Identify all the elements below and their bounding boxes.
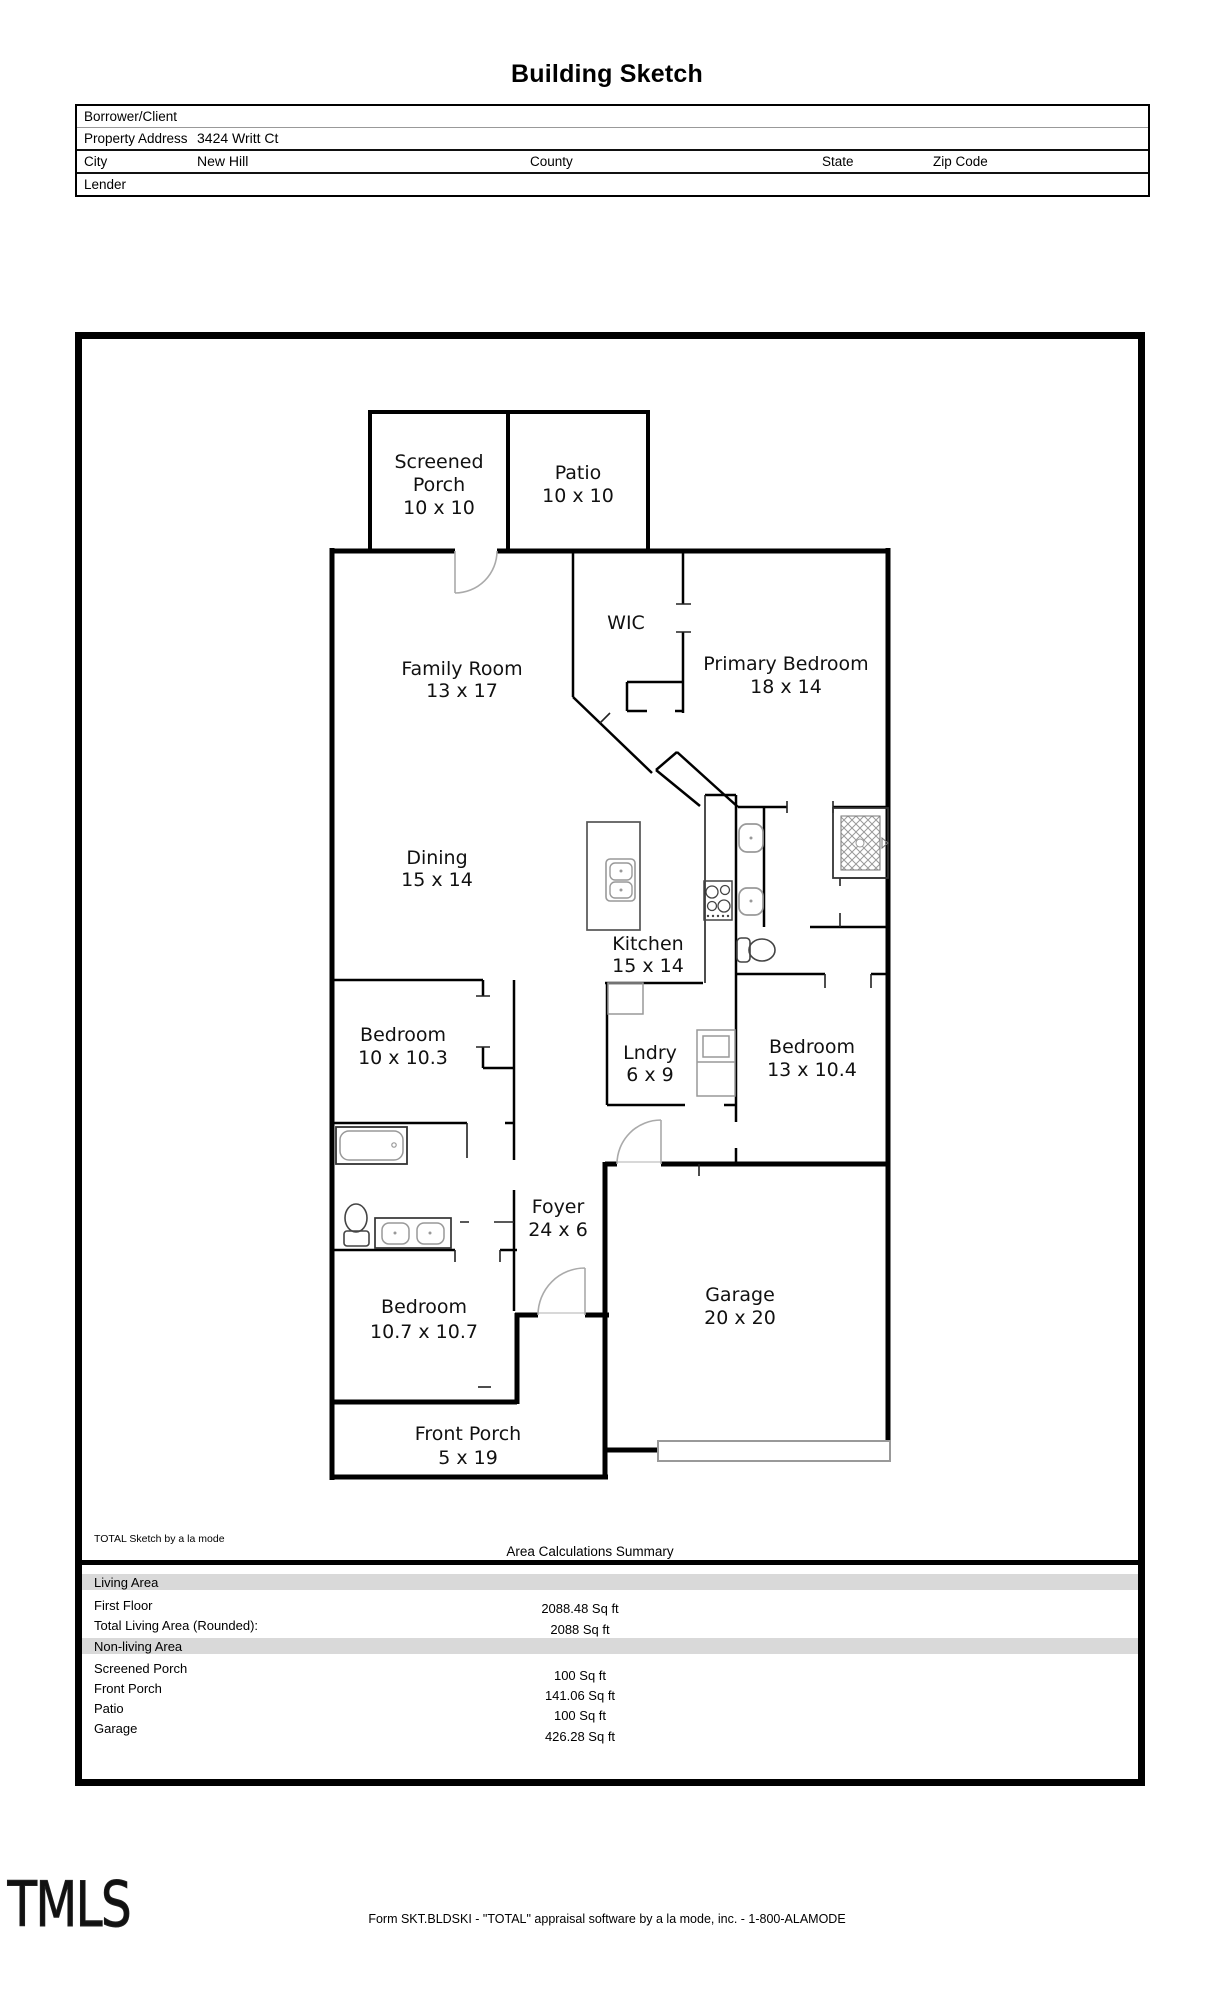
room-labels: Screened Porch 10 x 10 Patio 10 x 10 WIC… <box>358 451 869 1469</box>
city-value: New Hill <box>197 153 249 169</box>
kitchen-island <box>586 821 641 931</box>
screened-porch-dim: 10 x 10 <box>403 497 475 519</box>
garage-label: Garage <box>705 1284 775 1306</box>
bedroom-front-label: Bedroom <box>381 1296 467 1318</box>
first-floor-label: First Floor <box>94 1598 153 1613</box>
dining-label: Dining <box>406 847 467 869</box>
primary-vanity-sinks <box>738 823 764 916</box>
laundry-label: Lndry <box>623 1042 677 1064</box>
cooktop <box>703 880 733 921</box>
primary-toilet <box>736 937 776 963</box>
lender-row: Lender <box>77 174 1148 195</box>
bedroom-middle-label: Bedroom <box>360 1024 446 1046</box>
family-room-label: Family Room <box>401 658 522 680</box>
rear-door-arc <box>454 550 498 594</box>
doors <box>454 550 662 1316</box>
bedroom-right-label: Bedroom <box>769 1036 855 1058</box>
patio-row-value: 100 Sq ft <box>553 1708 607 1723</box>
sketch-attribution: TOTAL Sketch by a la mode <box>94 1533 225 1545</box>
first-floor-value: 2088.48 Sq ft <box>541 1601 619 1616</box>
foyer-dim: 24 x 6 <box>528 1219 588 1241</box>
property-address-label: Property Address <box>84 131 188 146</box>
primary-bedroom-label: Primary Bedroom <box>703 653 868 675</box>
garage-row-label: Garage <box>94 1721 138 1736</box>
footer-form-text: Form SKT.BLDSKI - "TOTAL" appraisal soft… <box>368 1912 846 1926</box>
borrower-row: Borrower/Client <box>77 106 1148 128</box>
garage-row-value: 426.28 Sq ft <box>544 1729 616 1744</box>
property-address-row: Property Address 3424 Writt Ct <box>77 128 1148 151</box>
page-title: Building Sketch <box>511 60 703 88</box>
nonliving-area-header: Non-living Area <box>94 1639 183 1654</box>
front-porch-row-label: Front Porch <box>94 1681 162 1696</box>
summary-divider <box>78 1560 1142 1565</box>
screened-porch-row-value: 100 Sq ft <box>553 1668 607 1683</box>
city-row: City New Hill County State Zip Code <box>77 151 1148 174</box>
laundry-dim: 6 x 9 <box>626 1064 674 1086</box>
front-porch-dim: 5 x 19 <box>438 1447 498 1469</box>
bedroom-right-dim: 13 x 10.4 <box>767 1059 857 1081</box>
screened-porch-label2: Porch <box>413 474 465 496</box>
kitchen-label: Kitchen <box>612 933 683 955</box>
patio-label: Patio <box>555 462 602 484</box>
nonliving-area-header-bar: Non-living Area <box>82 1638 1138 1654</box>
hall-vanity-sinks <box>374 1217 452 1249</box>
summary-title: Area Calculations Summary <box>506 1544 674 1559</box>
interior-walls <box>332 551 888 1311</box>
dining-dim: 15 x 14 <box>401 869 473 891</box>
svg-text:TMLS: TMLS <box>7 1869 130 1940</box>
tmls-logo: TMLS <box>6 1869 132 1940</box>
zip-label: Zip Code <box>933 154 988 169</box>
kitchen-dim: 15 x 14 <box>612 955 684 977</box>
patio-row-label: Patio <box>94 1701 124 1716</box>
bathtub <box>335 1126 408 1165</box>
bedroom-middle-dim: 10 x 10.3 <box>358 1047 448 1069</box>
screened-porch-row-label: Screened Porch <box>94 1661 188 1676</box>
lender-label: Lender <box>84 177 127 192</box>
property-info-table: Borrower/Client Property Address 3424 Wr… <box>75 104 1150 197</box>
garage-entry-door-arc <box>616 1119 662 1165</box>
family-room-dim: 13 x 17 <box>426 680 498 702</box>
primary-bedroom-dim: 18 x 14 <box>750 676 822 698</box>
county-label: County <box>530 154 573 169</box>
property-address-value: 3424 Writt Ct <box>197 130 279 146</box>
total-living-label: Total Living Area (Rounded): <box>94 1618 259 1633</box>
washer <box>607 982 644 1015</box>
hall-toilet <box>343 1203 370 1247</box>
bedroom-front-dim: 10.7 x 10.7 <box>370 1321 478 1343</box>
dryer <box>696 1029 736 1097</box>
patio-dim: 10 x 10 <box>542 485 614 507</box>
living-area-header: Living Area <box>94 1575 159 1590</box>
garage-dim: 20 x 20 <box>704 1307 776 1329</box>
shower <box>832 807 889 879</box>
wall-ticks <box>454 603 888 1388</box>
front-porch-label: Front Porch <box>415 1423 521 1445</box>
city-label: City <box>84 154 108 169</box>
front-porch-row-value: 141.06 Sq ft <box>544 1688 616 1703</box>
living-area-header-bar: Living Area <box>82 1574 1138 1590</box>
front-door-arc <box>537 1267 586 1316</box>
screened-porch-label: Screened <box>394 451 483 473</box>
wic-label: WIC <box>607 612 645 634</box>
porch-patio-walls <box>368 410 650 551</box>
borrower-label: Borrower/Client <box>84 109 178 124</box>
state-label: State <box>822 154 854 169</box>
total-living-value: 2088 Sq ft <box>550 1622 610 1637</box>
garage-door <box>657 1440 891 1462</box>
foyer-label: Foyer <box>532 1196 585 1218</box>
sketch-border-box <box>75 332 1145 1786</box>
